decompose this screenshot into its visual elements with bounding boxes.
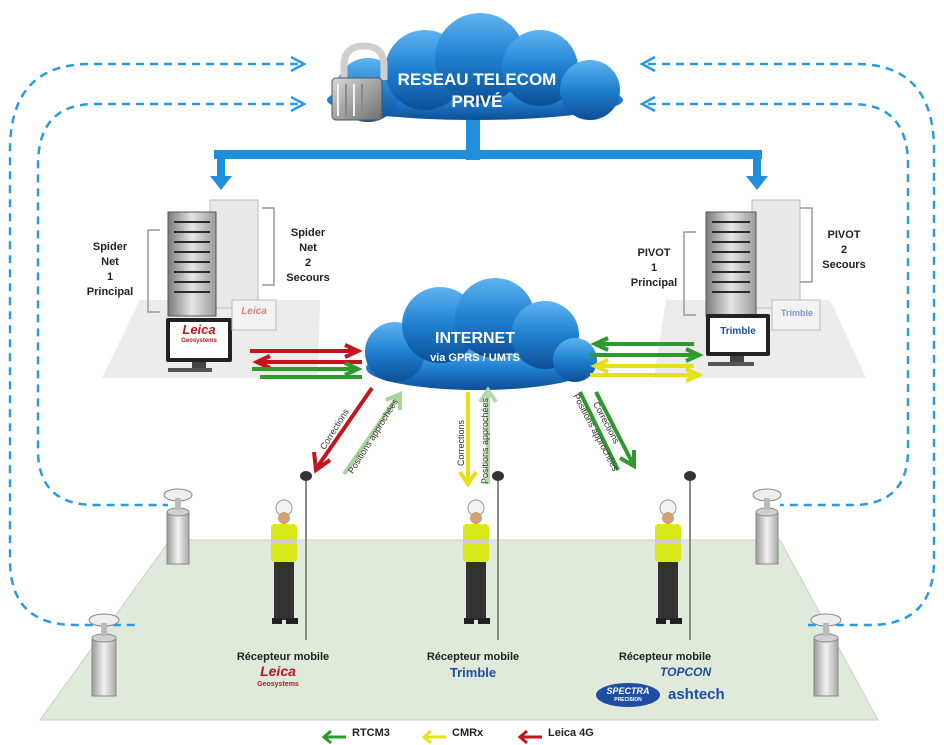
trimble-logo-receiver: Trimble	[449, 665, 497, 680]
label-line: Principal	[86, 285, 134, 298]
leica-logo-secondary: Leica	[241, 306, 267, 317]
surveyor-icon	[655, 471, 696, 640]
label-line: Secours	[822, 258, 866, 271]
monitor-icon	[166, 299, 277, 372]
label-line: Spider	[92, 241, 128, 253]
lock-icon	[331, 42, 388, 121]
dashed-arrowheads	[290, 55, 656, 113]
legend-cmrx: CMRx	[452, 727, 484, 739]
spectra-logo: SPECTRA	[606, 686, 650, 696]
label-spider-net-1: Spider Net 1 Principal	[80, 240, 140, 299]
monitor-icon	[706, 299, 821, 366]
label-line: 1	[650, 261, 658, 274]
label-pivot-2: PIVOT 2 Secours	[812, 228, 876, 273]
internet-cloud-subtitle: via GPRS / UMTS	[430, 352, 520, 364]
label-positions-center: Positions approchées	[480, 397, 490, 484]
gnss-antenna-pillar-icon	[163, 488, 193, 565]
legend-leica-4g: Leica 4G	[548, 727, 594, 739]
label-pivot-1: PIVOT 1 Principal	[622, 246, 686, 291]
receiver-label-left: Récepteur mobile	[236, 651, 330, 663]
telecom-cloud	[327, 13, 623, 122]
dashed-loops	[8, 62, 936, 627]
field-platform	[39, 539, 879, 721]
label-spider-net-2: Spider Net 2 Secours	[278, 226, 338, 285]
label-line: 1	[106, 270, 114, 283]
label-line: PIVOT	[637, 247, 671, 259]
bracket-pivot1	[683, 207, 813, 316]
telecom-trunk	[210, 120, 768, 190]
label-line: PIVOT	[827, 229, 861, 241]
leica-logo: Leica	[182, 322, 216, 337]
gnss-antenna-pillar-icon	[88, 613, 120, 697]
label-line: Net	[101, 255, 119, 268]
label-line: Principal	[630, 276, 678, 289]
label-line: Net	[299, 241, 317, 254]
spectra-logo-oval	[596, 683, 660, 707]
label-corrections-center: Corrections	[456, 419, 466, 466]
server-rack-icon	[705, 199, 801, 317]
link-receiver-right	[578, 391, 636, 471]
geosystems-logo: Geosystems	[181, 338, 217, 344]
link-right-server	[590, 336, 704, 383]
leica-logo-receiver: Leica	[260, 663, 296, 679]
label-line: 2	[304, 256, 312, 269]
link-receiver-left	[312, 386, 402, 476]
legend-swatches	[321, 729, 542, 745]
bracket-spider1	[147, 207, 275, 313]
label-line: Secours	[286, 271, 330, 284]
internet-cloud	[365, 278, 597, 390]
receiver-label-center: Récepteur mobile	[426, 651, 520, 663]
gnss-antenna-pillar-icon	[810, 613, 842, 697]
server-rack-icon	[167, 199, 259, 317]
internet-cloud-title: INTERNET	[435, 330, 515, 347]
legend-rtcm3: RTCM3	[352, 727, 390, 739]
trimble-logo-secondary: Trimble	[780, 308, 813, 318]
receiver-label-right: Récepteur mobile	[618, 651, 712, 663]
link-left-server	[250, 343, 363, 379]
topcon-logo: TOPCON	[660, 665, 712, 679]
gnss-antenna-pillar-icon	[752, 488, 782, 565]
telecom-cloud-subtitle: PRIVÉ	[451, 92, 503, 111]
geosystems-logo-receiver: Geosystems	[257, 681, 299, 688]
link-receiver-center	[458, 386, 498, 488]
label-line: Spider	[290, 227, 326, 239]
spectra-precision-logo: PRECISION	[614, 697, 642, 703]
surveyor-icon	[271, 471, 312, 640]
trimble-logo: Trimble	[720, 326, 756, 337]
telecom-cloud-title: RESEAU TELECOM	[397, 70, 557, 89]
label-line: 2	[840, 243, 848, 256]
surveyor-icon	[463, 471, 504, 640]
ashtech-logo: ashtech	[668, 686, 725, 703]
